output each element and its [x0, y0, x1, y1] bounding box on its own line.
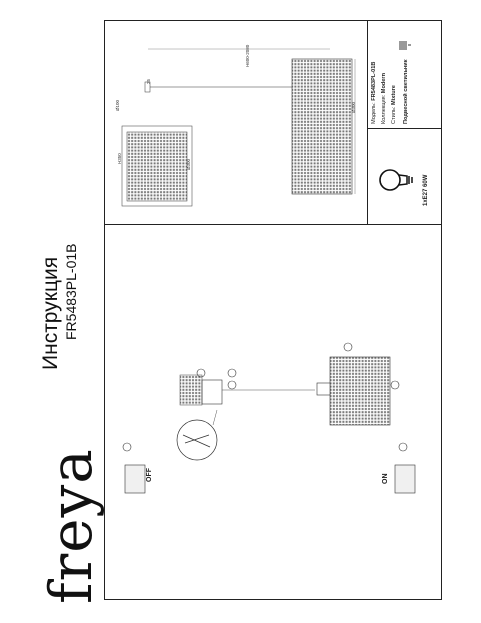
switch-off-label: OFF — [146, 468, 153, 482]
wiring-detail — [176, 419, 218, 461]
step-marker-12 — [398, 442, 408, 452]
ceiling-canopy — [144, 81, 151, 93]
dim-canopy-height: 25 — [146, 78, 151, 84]
step-marker-4 — [196, 368, 206, 378]
spec-style-line: Стиль: Mixture — [391, 85, 398, 124]
model-number: FR5483PL-01B — [63, 243, 79, 340]
page-title: Инструкция — [39, 256, 62, 370]
technical-drawing — [121, 48, 356, 207]
step-marker-3 — [227, 368, 237, 378]
switch-on-label: ON — [382, 473, 389, 485]
step-marker-6 — [390, 380, 400, 390]
spec-type-line: Подвесной светильник — [403, 59, 410, 124]
pendant-style-icon — [399, 41, 411, 50]
step-marker-1 — [122, 442, 132, 452]
lamp-shade — [329, 356, 391, 426]
frame-divider — [105, 224, 442, 225]
light-bulb-icon — [379, 169, 413, 191]
shade-main-view — [291, 58, 353, 195]
dim-shade-diameter: Ø300 — [351, 101, 356, 113]
spec-collection-label: Коллекция: — [381, 94, 387, 124]
spec-collection-value: Modern — [381, 72, 387, 94]
step-marker-11 — [343, 342, 353, 352]
spec-style-value: Mixture — [391, 85, 397, 105]
spec-type-value: Подвесной светильник — [403, 59, 409, 124]
spec-row-divider — [368, 128, 442, 129]
dim-canopy-diameter: Ø100 — [115, 99, 120, 111]
dim-total-height: H600-2080 — [245, 44, 250, 67]
switch-off-box — [124, 464, 146, 494]
step-marker-2 — [227, 380, 237, 390]
spec-model-line: Модель: FR5483PL-01B — [371, 61, 378, 124]
dim-shade-diameter-small: Ø300 — [186, 158, 191, 170]
dim-shade-height: H350 — [117, 153, 122, 164]
spec-column-divider — [367, 20, 368, 225]
bulb-spec: 1xE27 60W — [423, 174, 429, 206]
spec-collection-line: Коллекция: Modern — [381, 72, 388, 124]
spec-style-label: Стиль: — [391, 106, 397, 124]
spec-model-label: Модель: — [371, 102, 377, 124]
brand-logo: freya — [37, 448, 105, 604]
installation-diagram — [122, 342, 416, 494]
shade-side-view — [121, 125, 193, 207]
switch-on-box — [394, 464, 416, 494]
ceiling-mount — [179, 374, 203, 406]
spec-model-value: FR5483PL-01B — [371, 61, 377, 101]
page-frame — [104, 20, 442, 600]
